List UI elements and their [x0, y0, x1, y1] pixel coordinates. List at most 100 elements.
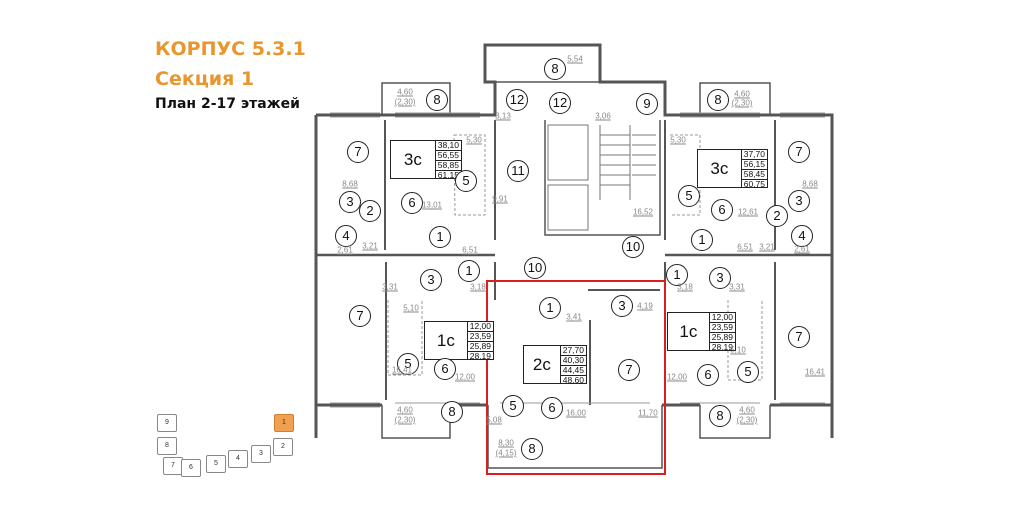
room-area-label: 3,06: [595, 111, 611, 121]
room-number: 6: [711, 199, 733, 221]
key-map-section-2[interactable]: 2: [273, 438, 293, 456]
room-area-label: 3,41: [566, 312, 582, 322]
room-area-label: 12,00: [454, 372, 476, 382]
key-map-section-1[interactable]: 1: [274, 414, 294, 432]
room-area-label: 8,68: [342, 179, 358, 189]
room-number: 9: [636, 93, 658, 115]
room-number: 7: [788, 326, 810, 348]
area-living: 37,70: [741, 149, 767, 160]
room-area-label: 4,60: [734, 89, 750, 99]
room-area-label: 12,61: [737, 207, 759, 217]
area-with-balcony: 44,45: [560, 365, 586, 376]
room-area-label: 4,60: [397, 87, 413, 97]
area-full: 28,19: [711, 342, 733, 352]
room-number: 6: [401, 192, 423, 214]
room-area-label: 5,54: [567, 54, 583, 64]
room-number: 1: [429, 226, 451, 248]
room-number: 8: [707, 89, 729, 111]
key-map-section-6[interactable]: 6: [181, 459, 201, 477]
area-total: 23,59: [467, 331, 493, 342]
room-number: 6: [434, 358, 456, 380]
room-area-label: 3,21: [759, 242, 775, 252]
room-area-label: 2,61: [337, 245, 353, 255]
room-number: 8: [521, 438, 543, 460]
room-number: 7: [618, 359, 640, 381]
key-map-section-5[interactable]: 5: [206, 455, 226, 473]
area-full: 48,60: [562, 375, 584, 385]
room-area-label: 5,10: [730, 345, 746, 355]
section-title: Секция 1: [155, 68, 255, 90]
room-area-label: 4,60: [397, 405, 413, 415]
room-number: 4: [335, 225, 357, 247]
room-number: 11: [507, 160, 529, 182]
room-area-label: (2,30): [736, 415, 758, 425]
room-number: 3: [709, 267, 731, 289]
room-area-label: (4,15): [495, 448, 517, 458]
room-number: 5: [397, 353, 419, 375]
room-number: 8: [709, 405, 731, 427]
room-area-label: 3,31: [729, 282, 745, 292]
room-number: 7: [788, 141, 810, 163]
floors-subtitle: План 2-17 этажей: [155, 96, 300, 112]
room-area-label: 6,51: [737, 242, 753, 252]
room-number: 4: [791, 225, 813, 247]
room-number: 7: [347, 141, 369, 163]
room-area-label: 11,70: [638, 408, 658, 418]
area-living: 27,70: [560, 345, 586, 356]
room-area-label: 16,41: [804, 367, 826, 377]
key-map-section-8[interactable]: 8: [157, 437, 177, 455]
area-living: 38,10: [435, 140, 461, 151]
room-number: 5: [455, 170, 477, 192]
room-area-label: 8,68: [802, 179, 818, 189]
room-number: 1: [539, 297, 561, 319]
room-number: 3: [788, 190, 810, 212]
room-area-label: 5,30: [466, 135, 482, 145]
unit-type: 1с: [436, 330, 455, 350]
area-total: 56,15: [741, 159, 767, 170]
area-with-balcony: 25,89: [709, 332, 735, 343]
area-full: 28,19: [469, 351, 491, 361]
key-map-section-3[interactable]: 3: [251, 445, 271, 463]
area-full: 61,15: [437, 170, 459, 180]
room-area-label: (2,30): [731, 98, 753, 108]
room-number: 5: [678, 185, 700, 207]
room-area-label: 4,19: [637, 301, 653, 311]
room-area-label: 3,18: [470, 282, 486, 292]
room-number: 5: [502, 395, 524, 417]
room-area-label: 3,13: [495, 111, 511, 121]
room-area-label: 16,41: [391, 365, 413, 375]
room-area-label: 4,60: [739, 405, 755, 415]
room-number: 8: [544, 58, 566, 80]
key-map-section-4[interactable]: 4: [228, 450, 248, 468]
room-number: 8: [441, 401, 463, 423]
selected-apartment-highlight[interactable]: [486, 280, 666, 475]
unit-type: 3с: [710, 158, 729, 178]
key-map-section-7[interactable]: 7: [163, 457, 183, 475]
room-number: 3: [339, 191, 361, 213]
room-number: 10: [622, 236, 644, 258]
area-with-balcony: 25,89: [467, 341, 493, 352]
room-area-label: 2,61: [794, 244, 810, 254]
room-area-label: 16,52: [632, 207, 654, 217]
room-area-label: 5,08: [486, 415, 502, 425]
area-full: 60,75: [743, 179, 765, 189]
room-area-label: 5,30: [670, 135, 686, 145]
room-number: 3: [611, 295, 633, 317]
room-number: 12: [549, 92, 571, 114]
room-area-label: 13,01: [421, 200, 443, 210]
room-area-label: 16,00: [565, 408, 587, 418]
room-number: 7: [349, 305, 371, 327]
room-area-label: 8,30: [498, 438, 514, 448]
key-map-section-9[interactable]: 9: [157, 414, 177, 432]
room-number: 5: [737, 361, 759, 383]
room-area-label: 3,18: [677, 282, 693, 292]
room-area-label: 6,51: [462, 245, 478, 255]
room-number: 2: [359, 200, 381, 222]
room-area-label: (2,30): [394, 97, 416, 107]
room-number: 10: [524, 257, 546, 279]
